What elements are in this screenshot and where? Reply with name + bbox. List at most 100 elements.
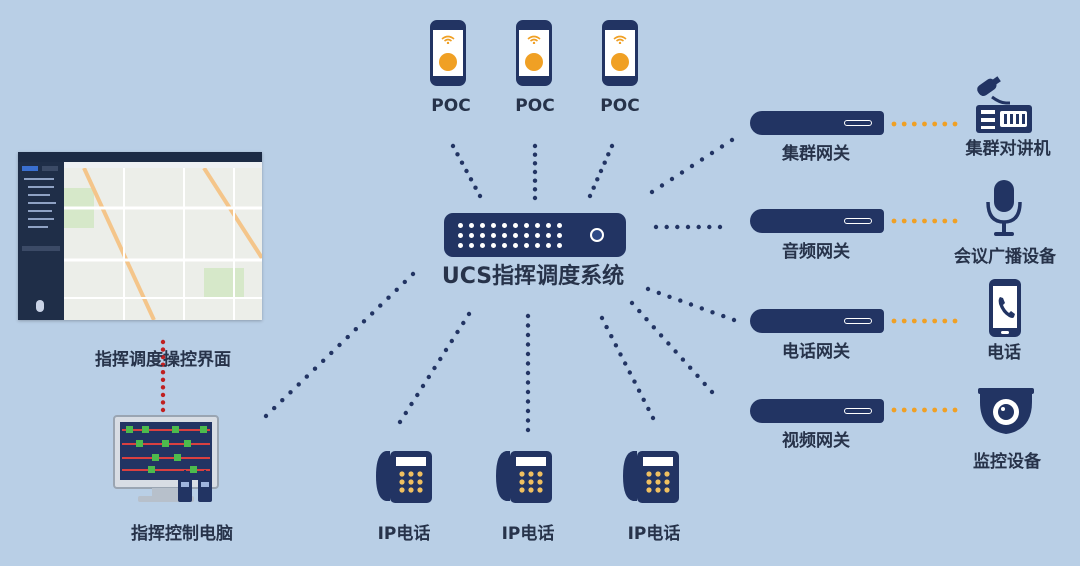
- connection-dot: [160, 339, 166, 345]
- connection-dot: [667, 294, 672, 299]
- connection-dot: [901, 318, 907, 324]
- connection-dot: [337, 342, 342, 348]
- connection-dot: [707, 224, 712, 230]
- mic-badge-icon: [525, 53, 543, 71]
- center-system-title: UCS指挥调度系统: [441, 264, 625, 289]
- connection-dot: [650, 415, 656, 421]
- connection-dot: [438, 356, 443, 362]
- connection-dot: [160, 385, 166, 390]
- connection-dot: [901, 407, 907, 413]
- connection-dot: [402, 279, 407, 285]
- server-led: [480, 243, 485, 248]
- wifi-icon: [527, 35, 541, 44]
- connection-dot: [525, 389, 531, 395]
- connection-dot: [464, 168, 469, 174]
- connection-dot: [729, 137, 735, 143]
- connection-dot: [602, 160, 607, 165]
- device-tree-panel: [18, 162, 64, 320]
- connection-dot: [613, 343, 619, 348]
- connection-dot: [685, 224, 691, 230]
- connection-dot: [443, 347, 449, 353]
- connection-dot: [353, 327, 358, 332]
- connection-dot: [532, 161, 538, 166]
- connection-dot: [432, 365, 437, 371]
- connection-dot: [525, 370, 531, 376]
- connection-dot: [160, 362, 166, 367]
- connection-dot: [525, 408, 531, 414]
- gateway-label: 视频网关: [782, 431, 850, 451]
- connection-dot: [911, 318, 917, 324]
- connection-dot: [525, 361, 531, 366]
- connection-dot: [709, 150, 715, 156]
- poc-phone-icon: [602, 20, 638, 86]
- connection-dot: [466, 311, 472, 317]
- connection-dot: [673, 349, 678, 354]
- connection-dot: [901, 218, 907, 224]
- connection-dot: [688, 302, 694, 307]
- ip-phone-icon: [623, 451, 679, 503]
- connection-dot: [911, 218, 917, 224]
- connection-dot: [587, 193, 593, 199]
- server-led: [535, 243, 540, 248]
- server-led: [546, 243, 551, 248]
- connection-dot: [709, 389, 715, 395]
- connection-dot: [370, 311, 375, 316]
- connection-dot: [659, 183, 665, 188]
- connection-dot: [272, 405, 277, 411]
- connection-dot: [410, 271, 416, 277]
- server-led: [458, 243, 463, 248]
- connection-dot: [952, 218, 958, 224]
- ucs-server-icon: [444, 213, 626, 257]
- connection-dot: [609, 334, 614, 339]
- mobile-phone-icon: [989, 279, 1021, 337]
- device-label: 集群对讲机: [965, 139, 1051, 159]
- connection-dot: [699, 157, 705, 162]
- connection-dot: [160, 400, 166, 405]
- connection-dot: [932, 218, 938, 224]
- server-led: [535, 223, 540, 228]
- connection-dot: [304, 374, 309, 379]
- connection-dot: [525, 351, 531, 357]
- connection-dot: [160, 377, 166, 382]
- connection-dot: [160, 347, 166, 352]
- connection-dot: [409, 401, 414, 407]
- connection-dot: [420, 383, 426, 389]
- connection-dot: [532, 152, 538, 157]
- server-led: [502, 243, 507, 248]
- ip-phone-label: IP电话: [627, 524, 681, 544]
- gateway-device-icon: [750, 209, 884, 233]
- connection-dot: [599, 315, 605, 321]
- connection-dot: [952, 318, 958, 324]
- connection-dot: [932, 318, 938, 324]
- connection-dot: [651, 325, 656, 330]
- server-led: [546, 233, 551, 238]
- poc-label: POC: [600, 96, 640, 116]
- connection-dot: [525, 380, 531, 385]
- connection-dot: [922, 318, 927, 324]
- connection-dot: [680, 357, 686, 362]
- connection-dot: [891, 121, 897, 127]
- server-led: [535, 233, 540, 238]
- map-view: [64, 168, 262, 320]
- server-led: [513, 233, 518, 238]
- connection-dot: [689, 163, 695, 169]
- connection-dot: [361, 319, 367, 324]
- server-led: [480, 233, 485, 238]
- connection-dot: [710, 310, 715, 315]
- poc-phone-icon: [430, 20, 466, 86]
- surveillance-camera-icon: [978, 388, 1034, 434]
- connection-dot: [403, 410, 408, 416]
- connection-dot: [675, 224, 680, 230]
- connection-dot: [891, 318, 897, 324]
- poc-label: POC: [431, 96, 471, 116]
- connection-dot: [719, 144, 725, 149]
- connection-dot: [532, 143, 538, 149]
- ip-phone-icon: [496, 451, 552, 503]
- gateway-device-icon: [750, 111, 884, 135]
- connection-dot: [525, 418, 531, 423]
- connection-dot: [911, 407, 917, 413]
- connection-dot: [901, 121, 907, 127]
- interface-label: 指挥调度操控界面: [95, 350, 231, 370]
- connection-dot: [942, 318, 948, 324]
